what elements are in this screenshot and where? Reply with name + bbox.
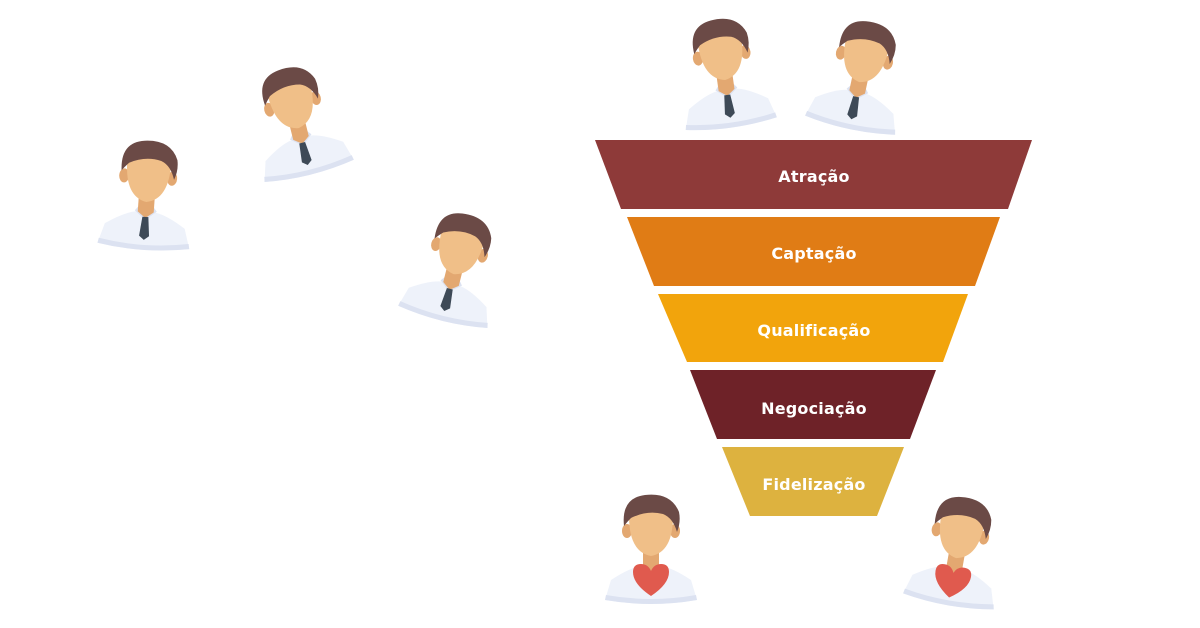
funnel-stage-atracao-label: Atração (778, 167, 849, 186)
funnel-stage-fidelizacao-label: Fidelização (762, 475, 865, 494)
funnel-stage-atracao-band (595, 140, 1032, 209)
person-with-tie-icon (671, 12, 778, 134)
funnel-stage-atracao: Atração (595, 140, 1032, 209)
funnel-stage-negociacao-band (690, 370, 936, 439)
person-with-tie-icon (97, 137, 197, 254)
funnel-stage-qualificacao: Qualificação (658, 294, 968, 362)
funnel-stage-fidelizacao: Fidelização (722, 447, 904, 516)
person-with-tie-icon (239, 57, 355, 186)
person-with-tie-icon (804, 12, 918, 139)
person-with-heart-icon (605, 494, 697, 604)
funnel-stage-captacao: Captação (627, 217, 1000, 286)
funnel-stage-captacao-label: Captação (771, 244, 856, 263)
funnel-stage-captacao-band (627, 217, 1000, 286)
funnel-stage-qualificacao-label: Qualificação (757, 321, 870, 340)
funnel-stage-fidelizacao-band (722, 447, 904, 516)
funnel: Atração Captação Qualificação Negociação… (595, 140, 1032, 516)
funnel-stage-negociacao: Negociação (690, 370, 936, 439)
funnel-stage-negociacao-label: Negociação (761, 399, 867, 418)
person-with-heart-icon (902, 489, 1013, 614)
funnel-stage-qualificacao-band (658, 294, 968, 362)
person-with-tie-icon (397, 203, 513, 332)
